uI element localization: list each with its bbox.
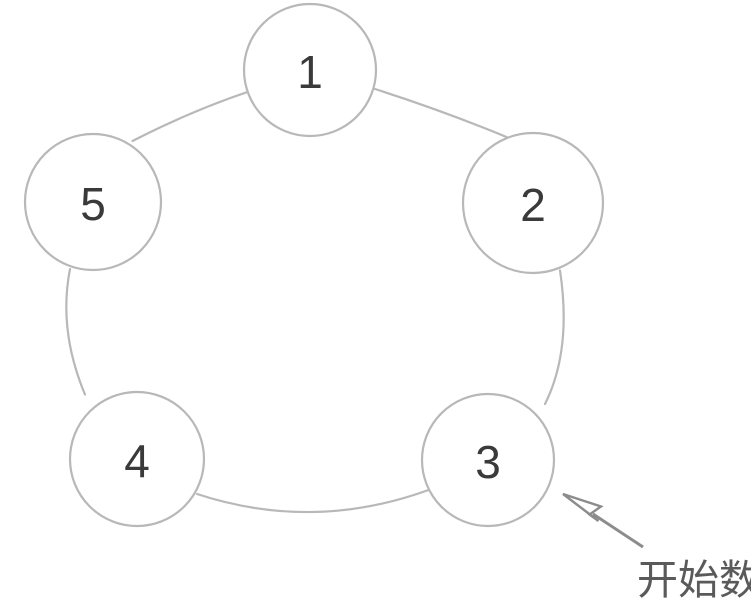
edge-1-to-2 (372, 87, 514, 141)
annotation-arrow-shaft (592, 512, 644, 549)
annotation-arrow (562, 492, 644, 549)
edge-2-to-3 (543, 269, 565, 406)
annotation-label: 开始数 (637, 556, 751, 603)
node-1[interactable]: 1 (242, 2, 378, 138)
node-4-label: 4 (124, 435, 150, 487)
node-5[interactable]: 5 (23, 132, 163, 272)
node-5-label: 5 (80, 178, 106, 230)
node-3-label: 3 (475, 436, 501, 488)
annotation-arrow-head-inner-line (564, 494, 597, 520)
node-4[interactable]: 4 (68, 390, 206, 528)
node-group: 1 2 3 4 5 (23, 2, 605, 528)
node-5-circle[interactable] (23, 132, 163, 272)
node-3-circle[interactable] (420, 392, 556, 528)
node-1-label: 1 (297, 46, 323, 98)
edge-3-to-4 (195, 488, 430, 514)
node-1-circle[interactable] (242, 2, 378, 138)
node-2-label: 2 (520, 179, 546, 231)
edge-4-to-5 (65, 267, 87, 396)
edge-5-to-1 (131, 89, 252, 143)
edge-group (65, 87, 565, 514)
node-2-circle[interactable] (461, 131, 605, 275)
node-2[interactable]: 2 (461, 131, 605, 275)
node-4-circle[interactable] (68, 390, 206, 528)
node-3[interactable]: 3 (420, 392, 556, 528)
